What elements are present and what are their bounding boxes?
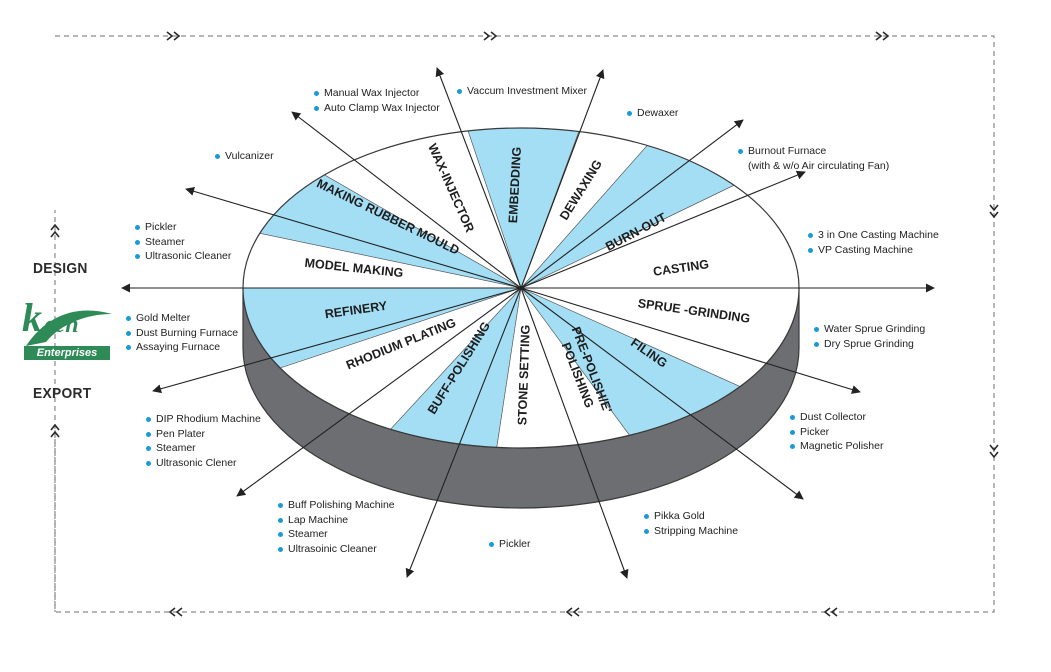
export-label: EXPORT	[33, 385, 92, 402]
stage-arrow	[520, 170, 806, 289]
logo-wordmark: Enterprises	[24, 346, 110, 360]
machine-item: Dewaxer	[627, 106, 678, 121]
machine-item: Pikka Gold	[644, 509, 738, 524]
stage-arrow	[405, 287, 522, 578]
machine-item: Steamer	[278, 527, 395, 542]
stage-arrow	[236, 287, 522, 497]
machine-item: Vulcanizer	[215, 149, 274, 164]
machine-item: 3 in One Casting Machine	[808, 228, 939, 243]
machine-item: Pen Plater	[146, 427, 261, 442]
machine-item: Gold Melter	[126, 311, 238, 326]
machine-item: Magnetic Polisher	[790, 439, 883, 454]
stage-arrow	[152, 287, 522, 394]
machine-item: Ultrasonic Clener	[146, 456, 261, 471]
company-logo: k ech Enterprises	[16, 296, 116, 362]
wheel-segments	[242, 127, 800, 449]
machine-item: Manual Wax Injector	[314, 86, 440, 101]
machine-list-burn-out: Burnout Furnace(with & w/o Air circulati…	[738, 144, 889, 173]
flow-chevrons	[50, 31, 999, 617]
machine-item: Steamer	[146, 441, 261, 456]
stage-arrow	[520, 287, 804, 500]
machine-list-stone-setting: Pickler	[489, 537, 531, 552]
stage-arrow	[185, 186, 522, 289]
machine-item: DIP Rhodium Machine	[146, 412, 261, 427]
machine-item: Stripping Machine	[644, 524, 738, 539]
machine-item: Dust Burning Furnace	[126, 326, 238, 341]
stage-arrows	[121, 67, 935, 579]
stage-arrow	[520, 119, 744, 289]
machine-item: Water Sprue Grinding	[814, 322, 925, 337]
stage-arrow	[435, 67, 522, 289]
design-label: DESIGN	[33, 260, 88, 277]
machine-item: Assaying Furnace	[126, 340, 238, 355]
machine-item: Buff Polishing Machine	[278, 498, 395, 513]
machine-list-rubber-mould: Vulcanizer	[215, 149, 274, 164]
flow-border	[54, 35, 995, 613]
machine-item: Lap Machine	[278, 513, 395, 528]
stage-arrow	[520, 287, 629, 579]
logo-letter: k	[22, 295, 42, 340]
machine-item: Ultrasonic Cleaner	[135, 249, 231, 264]
machine-item: Pickler	[135, 220, 231, 235]
machine-item: (with & w/o Air circulating Fan)	[748, 159, 890, 172]
segment-label: EMBEDDING	[506, 146, 524, 223]
machine-item: Pickler	[489, 537, 531, 552]
logo-brand-text: ech	[44, 312, 79, 338]
machine-item: Picker	[790, 425, 883, 440]
machine-item: Dry Sprue Grinding	[814, 337, 925, 352]
logo-swoosh-icon	[26, 310, 112, 346]
stage-arrow	[291, 111, 522, 289]
stage-arrow	[520, 69, 605, 289]
machine-item: Steamer	[135, 235, 231, 250]
segment-label: STONE SETTING	[515, 325, 532, 426]
stage-arrow	[520, 287, 861, 394]
machine-item: Vaccum Investment Mixer	[457, 84, 587, 99]
machine-item: Dust Collector	[790, 410, 883, 425]
machine-list-embedding: Vaccum Investment Mixer	[457, 84, 587, 99]
machine-item: Ultrasoinic Cleaner	[278, 542, 395, 557]
machine-list-dewaxing: Dewaxer	[627, 106, 678, 121]
machine-item: Burnout Furnace	[738, 144, 889, 159]
machine-item: VP Casting Machine	[808, 243, 939, 258]
machine-item: Auto Clamp Wax Injector	[314, 101, 440, 116]
